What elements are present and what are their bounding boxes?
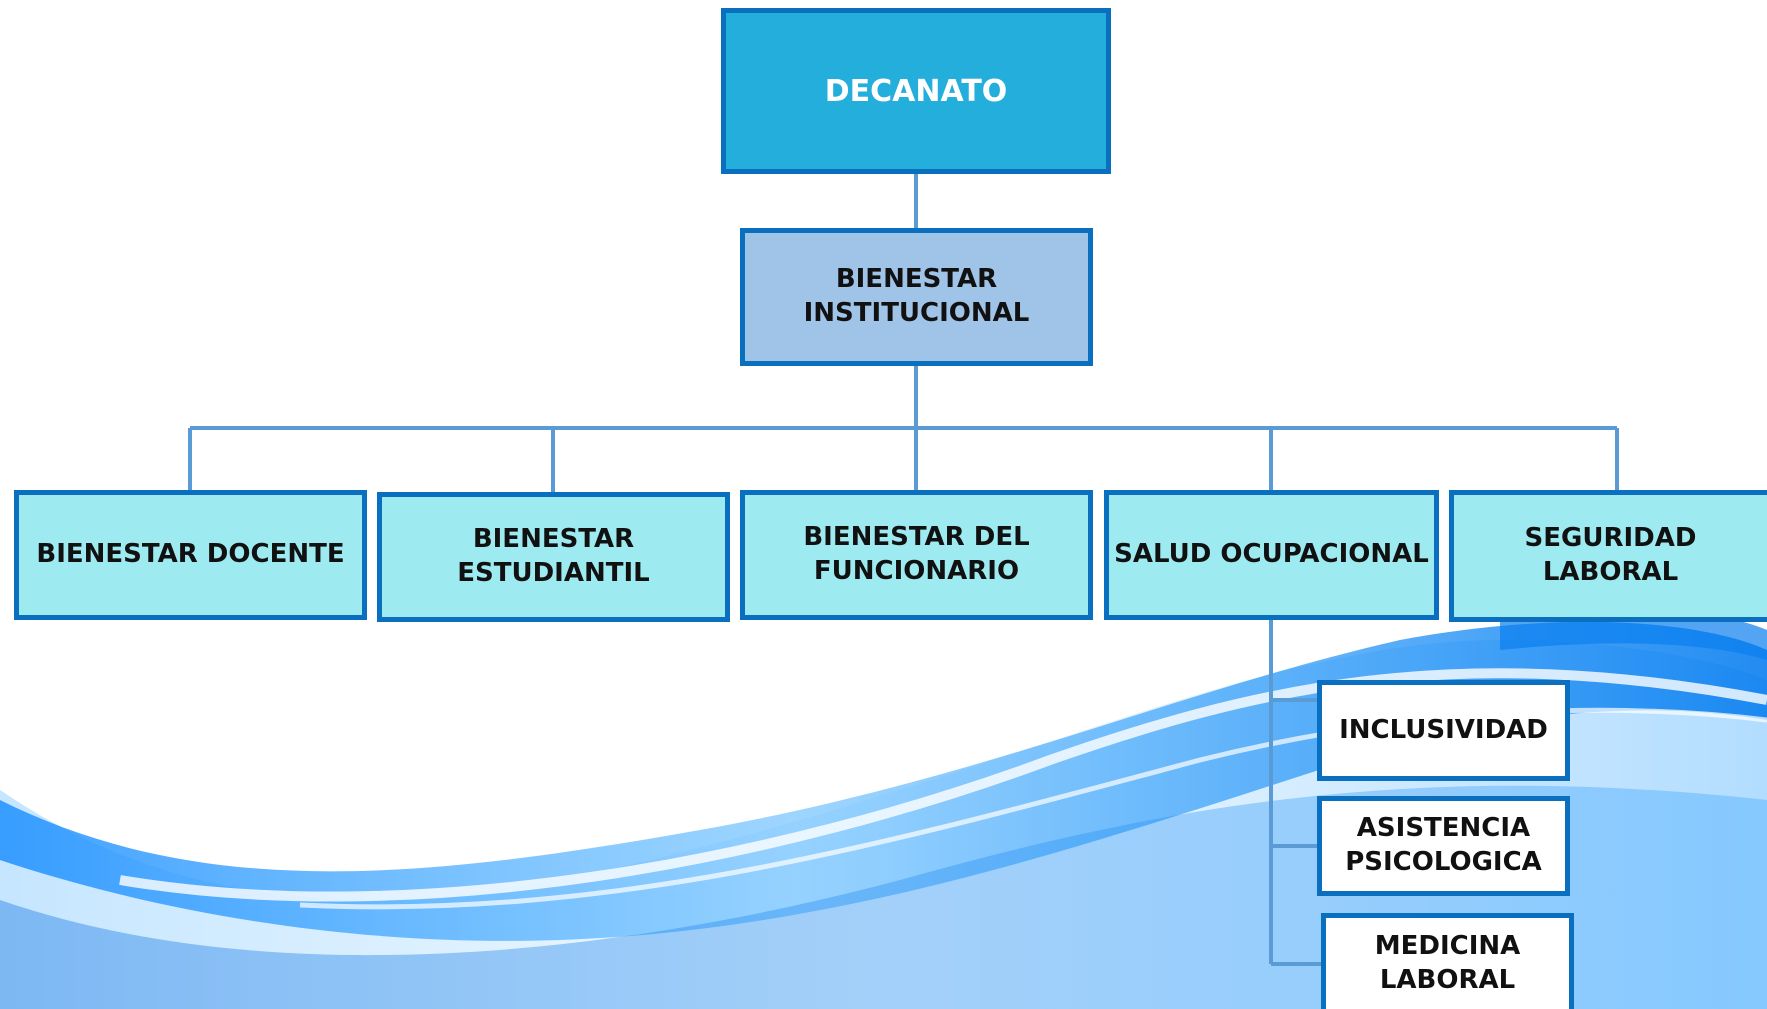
- node-seguridad-laboral-label: SEGURIDAD LABORAL: [1524, 523, 1697, 587]
- node-bienestar-docente: BIENESTAR DOCENTE: [14, 490, 367, 620]
- node-salud-ocupacional-label: SALUD OCUPACIONAL: [1114, 539, 1429, 570]
- node-medicina-laboral-label: MEDICINA LABORAL: [1374, 930, 1521, 995]
- node-decanato: DECANATO: [721, 8, 1111, 174]
- node-asistencia-psicologica: ASISTENCIA PSICOLOGICA: [1317, 796, 1570, 896]
- node-bienestar-docente-label: BIENESTAR DOCENTE: [36, 539, 345, 570]
- node-decanato-label: DECANATO: [824, 73, 1008, 109]
- node-bienestar-estudiantil-label: BIENESTAR ESTUDIANTIL: [457, 524, 650, 588]
- node-bienestar-del-funcionario: BIENESTAR DEL FUNCIONARIO: [740, 490, 1093, 620]
- node-inclusividad-label: INCLUSIVIDAD: [1339, 714, 1548, 745]
- node-seguridad-laboral: SEGURIDAD LABORAL: [1449, 490, 1767, 622]
- node-bienestar-institucional: BIENESTAR INSTITUCIONAL: [740, 228, 1093, 366]
- node-bienestar-del-funcionario-label: BIENESTAR DEL FUNCIONARIO: [803, 522, 1030, 586]
- node-bienestar-institucional-label: BIENESTAR INSTITUCIONAL: [803, 264, 1030, 328]
- node-asistencia-psicologica-label: ASISTENCIA PSICOLOGICA: [1345, 813, 1542, 877]
- node-bienestar-estudiantil: BIENESTAR ESTUDIANTIL: [377, 492, 730, 622]
- node-salud-ocupacional: SALUD OCUPACIONAL: [1104, 490, 1439, 620]
- node-inclusividad: INCLUSIVIDAD: [1317, 680, 1570, 781]
- node-medicina-laboral: MEDICINA LABORAL: [1321, 913, 1574, 1009]
